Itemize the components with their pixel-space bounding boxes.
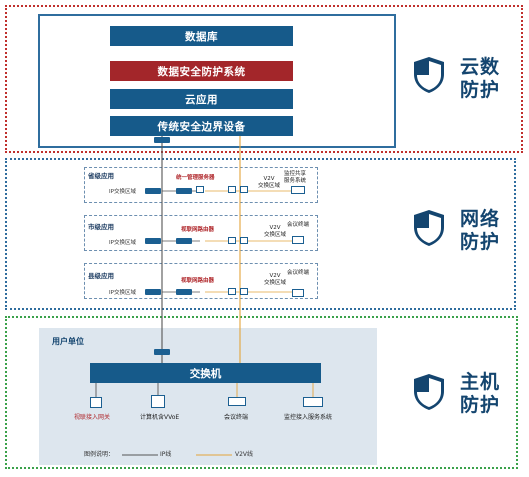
tier-ip-zone: IP交换区域 [109,189,136,195]
tier-ip-zone: IP交换区域 [109,240,136,246]
device-label: 视联接入网关 [74,414,111,421]
v2v-switch-icon [228,237,236,244]
v2v-switch-icon [240,186,248,193]
conference-terminal-icon [228,397,246,406]
host-panel [39,328,377,465]
monitor-icon [196,186,204,193]
device-label: 会议终端 [224,414,249,421]
v2v-line2: 交换区域 [264,279,287,286]
db-security-bar: 数据安全防护系统 [110,61,293,81]
server-rack-icon [291,186,305,194]
label-line2: 防护 [460,231,501,253]
shield-icon [414,57,444,93]
label-line1: 云数 [460,56,501,78]
legend-title: 图例说明： [84,451,115,458]
tier-name: 市级应用 [88,223,114,231]
conference-terminal-icon [292,289,304,297]
shield-icon [414,374,444,410]
tier-server-label: 统一管理服务器 [176,175,215,181]
tier-box-city [84,215,318,251]
tier-switch-icon [176,289,192,295]
v2v-line1: V2V [269,225,281,231]
terminal-line1: 监控共享 [284,171,307,177]
v2v-switch-icon [240,288,248,295]
tier-name: 省级应用 [88,172,114,180]
label-line1: 主机 [460,371,501,393]
user-unit-label: 用户单位 [52,337,84,346]
tier-server-label: 视联网路由器 [181,278,215,284]
shield-icon [414,210,444,246]
v2v-switch-icon [240,237,248,244]
device-label: 监控接入服务系统 [284,414,333,421]
terminal-line2: 服务系统 [284,177,307,184]
network-protection-zone [5,158,516,310]
tier-switch-icon [145,289,161,295]
tier-switch-icon [145,188,161,194]
tier-switch-icon [176,238,192,244]
v2v-line1: V2V [263,176,275,182]
tier-switch-icon [176,188,192,194]
cloud-app-bar: 云应用 [110,89,293,109]
v2v-line2: 交换区域 [264,231,287,238]
v2v-line2: 交换区域 [258,182,281,189]
host-uplink-switch-icon [154,349,170,355]
device-label: 计算机含VVoE [140,414,180,421]
label-line2: 防护 [460,79,501,101]
cloud-zone-label: 云数防护 [460,56,500,102]
network-zone-label: 网络防护 [460,208,500,254]
tier-ip-zone: IP交换区域 [109,290,136,296]
label-line2: 防护 [460,394,501,416]
v2v-switch-icon [228,186,236,193]
tier-terminal-label: 会议终端 [287,270,310,276]
tier-box-county [84,263,318,299]
monitor-server-icon [303,397,323,407]
v2v-switch-icon [228,288,236,295]
host-switch-bar: 交换机 [90,363,321,383]
tier-box-province [84,167,318,203]
tier-terminal-label: 会议终端 [287,222,310,228]
tier-server-label: 视联网路由器 [181,227,215,233]
border-device-bar: 传统安全边界设备 [110,116,293,136]
conference-terminal-icon [292,236,304,244]
v2v-line1: V2V [269,273,281,279]
tier-switch-icon [145,238,161,244]
tier-name: 县级应用 [88,272,114,280]
legend-ip-line: IP线 [160,451,172,458]
trunk-switch-icon [154,137,170,143]
database-bar: 数据库 [110,26,293,46]
label-line1: 网络 [460,208,501,230]
legend-v2v-line: V2V线 [235,451,254,458]
access-gateway-icon [90,397,102,408]
host-protection-zone [5,316,518,469]
computer-icon [151,395,165,408]
host-zone-label: 主机防护 [460,371,500,417]
tier-terminal-label: 监控共享服务系统 [284,171,306,184]
cloud-protection-zone [5,5,523,153]
